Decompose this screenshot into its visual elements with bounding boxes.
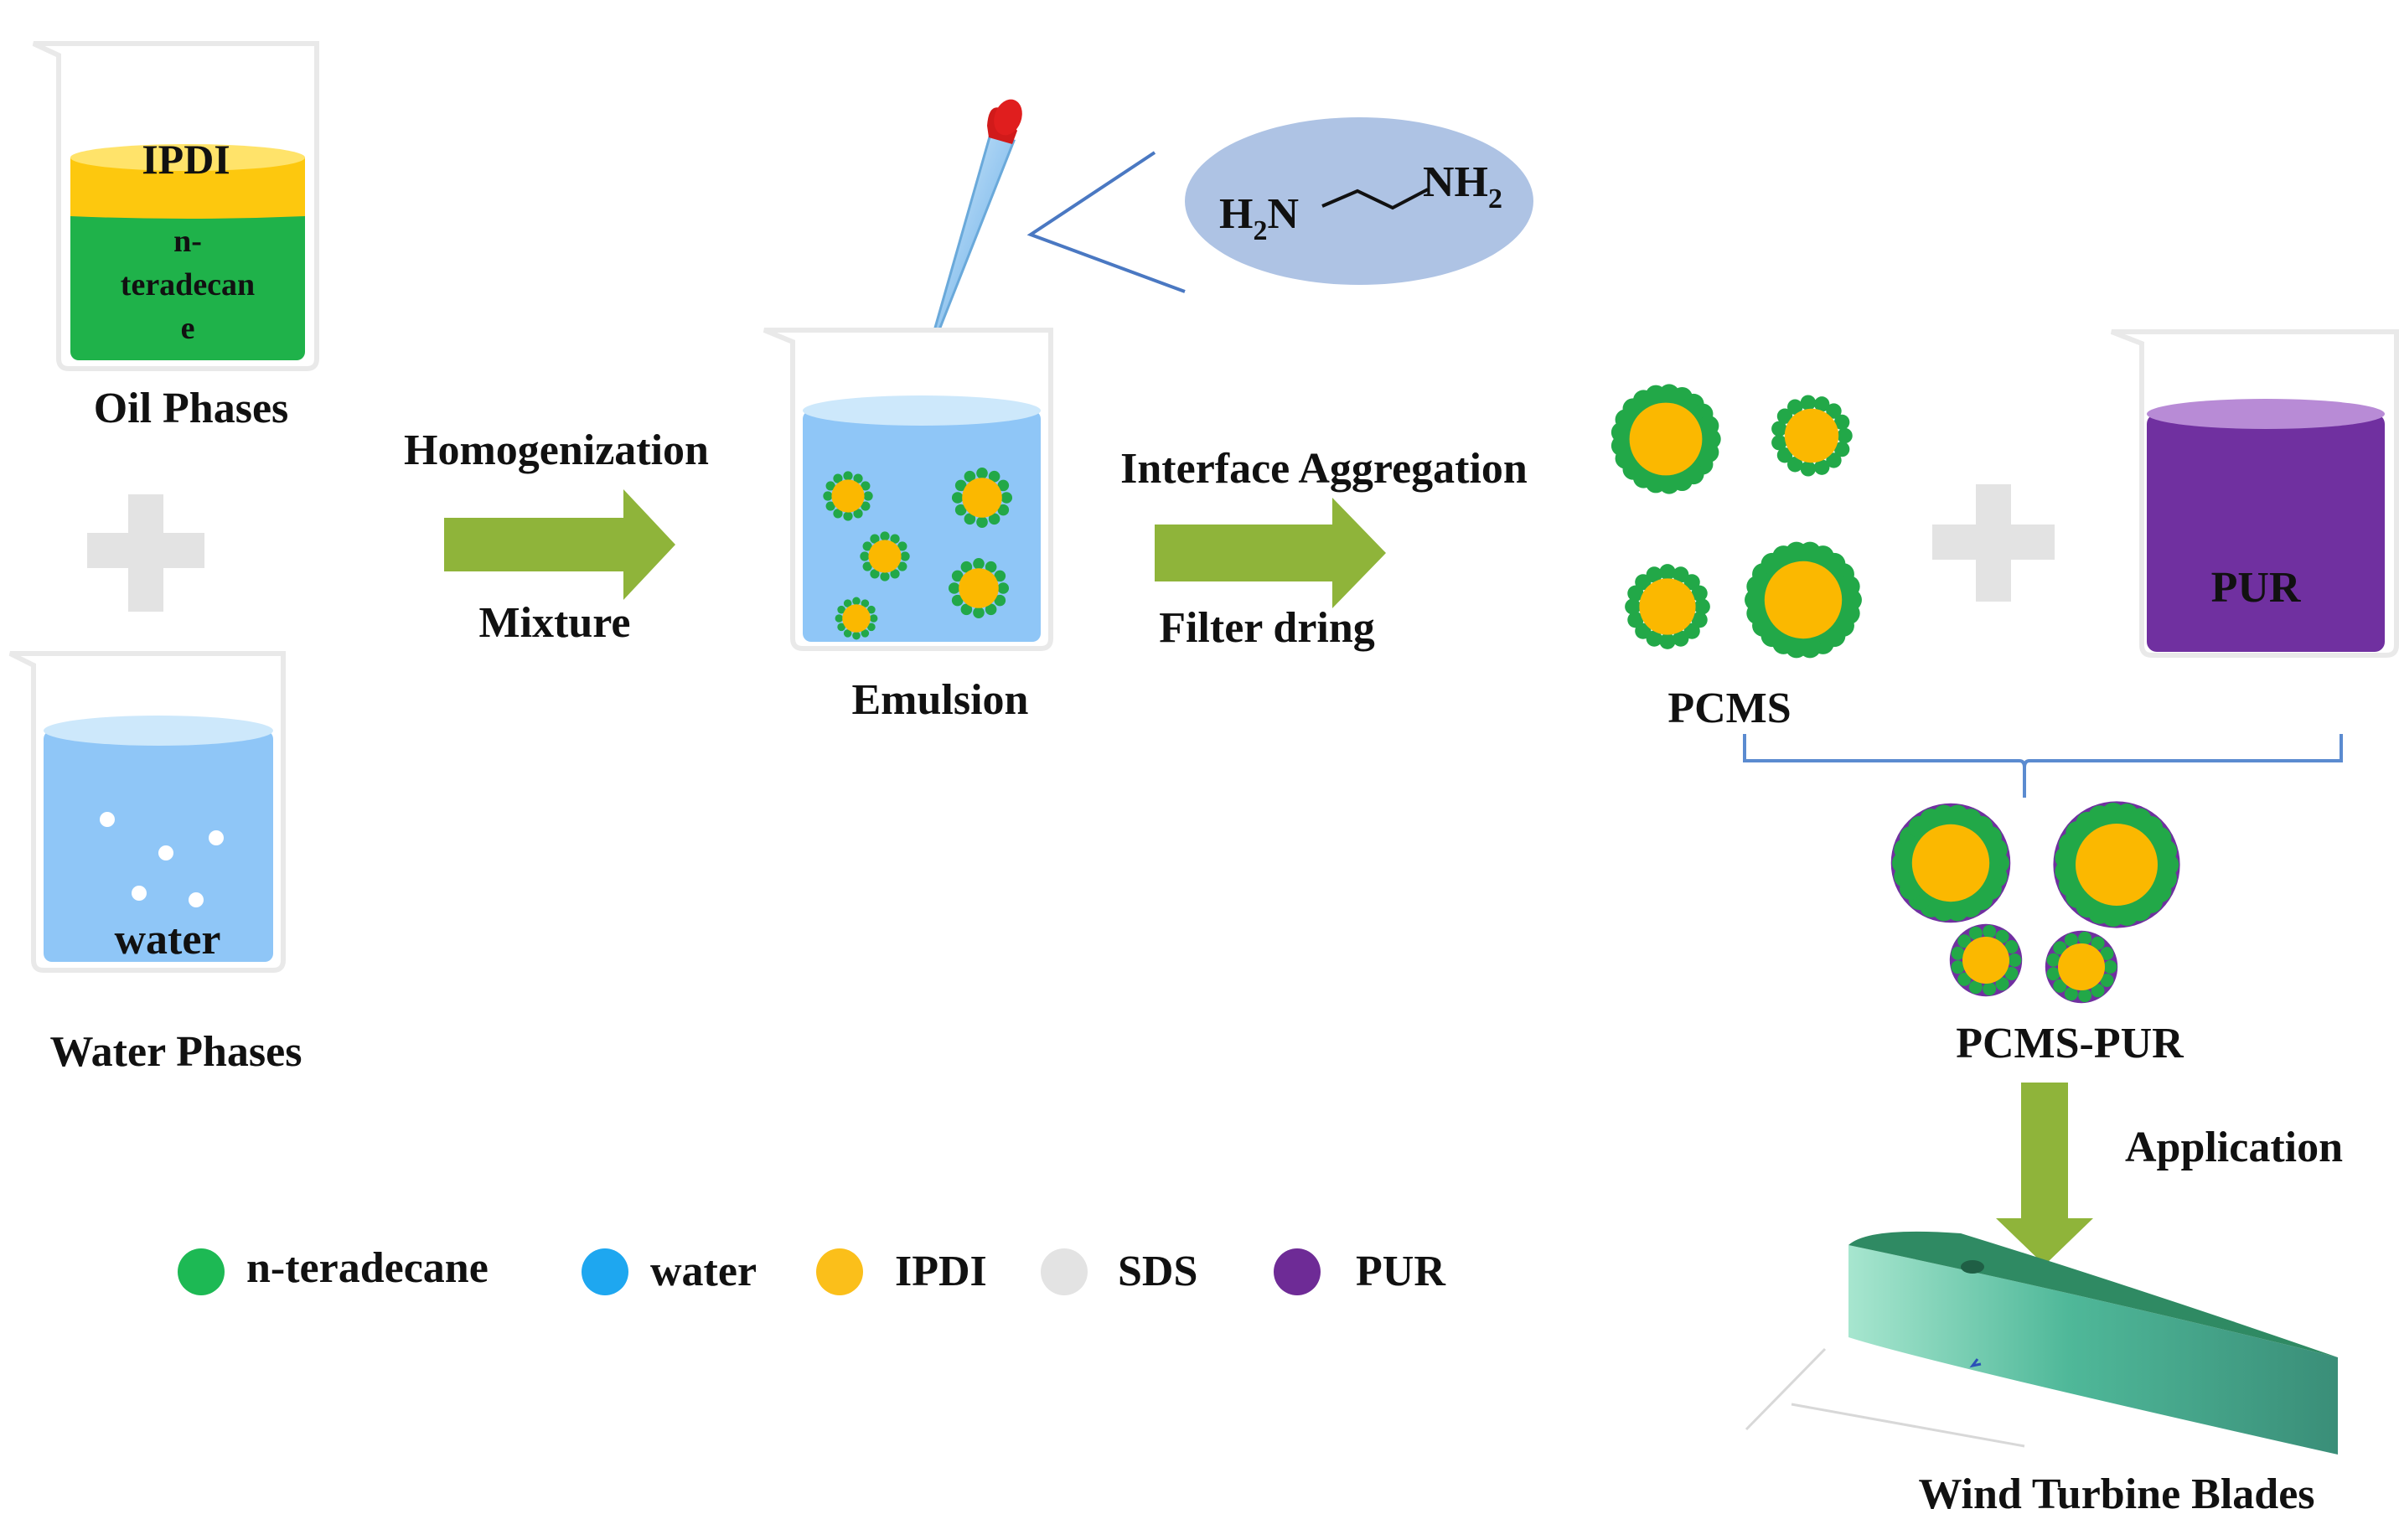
blade-mount-hole (1961, 1260, 1984, 1274)
emulsion-label: Emulsion (852, 676, 1029, 724)
microcapsule (1890, 803, 2011, 923)
application-label: Application (2125, 1124, 2343, 1171)
microcapsule (951, 467, 1013, 529)
ipdi-layer (70, 158, 305, 219)
callout-lines (1026, 151, 1186, 293)
ipdi-label: IPDI (142, 136, 230, 183)
legend: n-teradecane water IPDI SDS PUR (178, 1244, 1446, 1295)
pcms-capsules (1611, 384, 1862, 659)
legend-marker-pur (1274, 1248, 1321, 1295)
pcms-pur-capsules (1890, 801, 2180, 1004)
pcms-label: PCMS (1667, 685, 1791, 732)
homogenization-label: Homogenization (404, 426, 709, 474)
microcapsule (860, 531, 910, 581)
svg-text:H2N: H2N (1219, 190, 1299, 246)
legend-label-sds: SDS (1118, 1248, 1197, 1295)
svg-text:NH2: NH2 (1423, 158, 1502, 214)
mixture-label: Mixture (479, 599, 631, 647)
combine-bracket (1743, 734, 2343, 798)
pur-beaker (2110, 329, 2399, 658)
application-arrow (1996, 1083, 2093, 1265)
sds-particles (100, 812, 224, 907)
n-tetradecane-label-line2: teradecan (121, 267, 255, 302)
microcapsule (1771, 395, 1853, 477)
legend-marker-sds (1041, 1248, 1088, 1295)
microcapsule (1745, 541, 1862, 659)
n-tetradecane-label-line1: n- (173, 224, 202, 259)
legend-label-water: water (650, 1248, 757, 1295)
microcapsule (2045, 930, 2118, 1004)
filter-drying-label: Filter dring (1159, 604, 1375, 652)
n-tetradecane-label-line3: e (181, 311, 195, 346)
water-phases-label: Water Phases (50, 1028, 302, 1076)
microcapsule (948, 557, 1010, 619)
microcapsule (1949, 923, 2023, 997)
aggregation-arrow (1155, 498, 1386, 608)
legend-label-ipdi: IPDI (895, 1248, 987, 1295)
legend-marker-n-teradecane (178, 1248, 225, 1295)
oil-phases-label: Oil Phases (94, 385, 289, 432)
emulsion-droplets (823, 467, 1013, 640)
ethylenediamine-bubble (1185, 117, 1533, 285)
legend-marker-water (582, 1248, 628, 1295)
plus-icon-right (1932, 484, 2055, 602)
interface-aggregation-label: Interface Aggregation (1120, 445, 1528, 493)
microcapsule (1625, 564, 1710, 649)
legend-label-n-teradecane: n-teradecane (246, 1244, 489, 1292)
pur-beaker-label: PUR (2211, 564, 2302, 612)
emulsion-beaker (763, 328, 1053, 651)
plus-icon (87, 494, 204, 612)
legend-marker-ipdi (816, 1248, 863, 1295)
microcapsule (823, 471, 873, 521)
microcapsule (2053, 801, 2180, 928)
dropper-icon (931, 99, 1022, 336)
wind-turbine-blades-label: Wind Turbine Blades (1918, 1470, 2314, 1518)
microcapsule (835, 597, 878, 640)
legend-label-pur: PUR (1356, 1248, 1446, 1295)
water-phase-beaker (8, 651, 286, 973)
pcms-pur-label: PCMS-PUR (1956, 1020, 2184, 1067)
microcapsule (1611, 384, 1721, 494)
homogenization-arrow (444, 489, 675, 600)
ethylenediamine-structure: H2N NH2 (1219, 158, 1502, 246)
n-tetradecane-layer (70, 208, 305, 360)
water-beaker-label: water (114, 916, 220, 964)
wind-turbine-blade-model (1745, 1231, 2338, 1455)
oil-phase-beaker (32, 41, 319, 371)
